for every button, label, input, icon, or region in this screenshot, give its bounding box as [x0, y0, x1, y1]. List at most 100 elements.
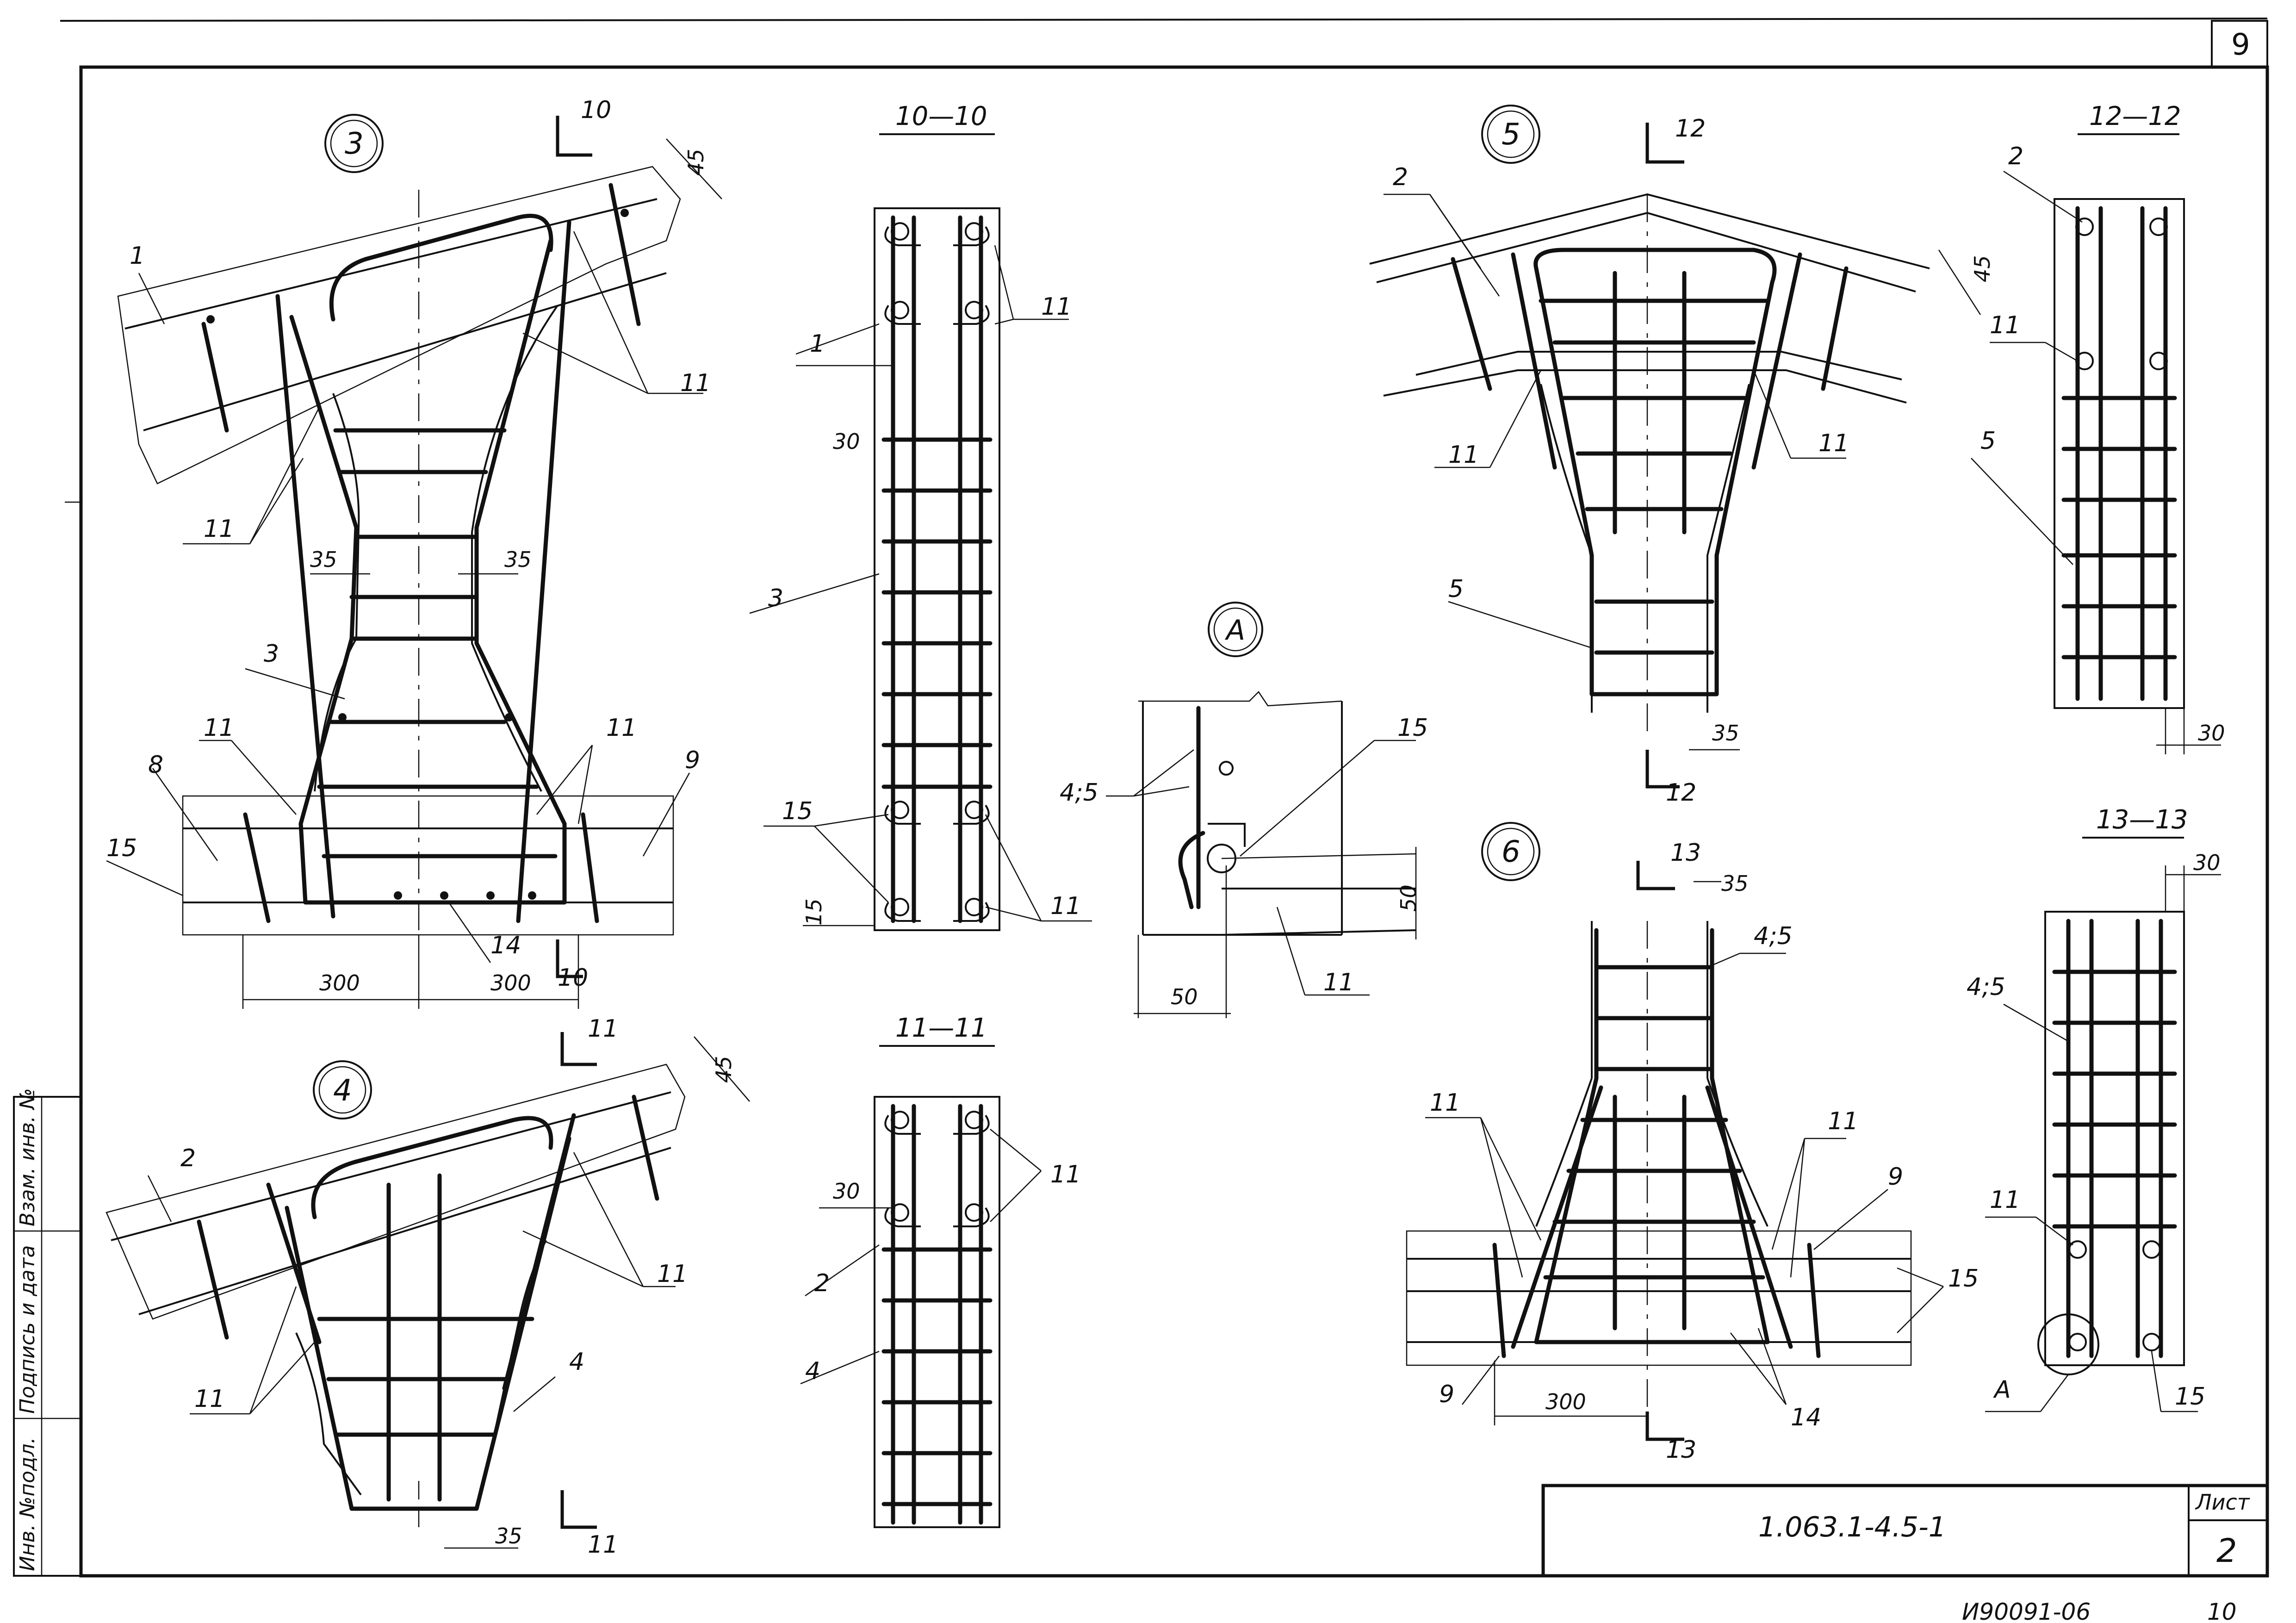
- node-5-section-bottom: 12: [1666, 779, 1696, 807]
- sec-13-label-a: A: [1993, 1376, 2011, 1404]
- node-3-label-11b: 11: [680, 369, 711, 397]
- sec-10-label-1: 1: [810, 330, 825, 358]
- node-5-dim-35: 35: [1712, 721, 1739, 746]
- node-3-section-bottom: 10: [558, 964, 588, 992]
- node-5-section-top: 12: [1675, 115, 1706, 143]
- node-4-dim-35: 35: [495, 1524, 522, 1548]
- detail-a-circle-label: A: [1224, 614, 1245, 647]
- node-3-label-11c: 11: [204, 714, 234, 742]
- node-5-label-2: 2: [1393, 163, 1408, 191]
- node-4-circle-label: 4: [333, 1074, 352, 1108]
- sec-11-label-4: 4: [805, 1357, 820, 1385]
- node-6-section-top: 13: [1670, 839, 1701, 867]
- node-4-section-top: 11: [588, 1015, 618, 1043]
- node-4-label-11b: 11: [657, 1260, 688, 1288]
- sec-12-label-2: 2: [2008, 143, 2023, 170]
- node-3-dim-300b: 300: [490, 970, 531, 995]
- sec-12-label-5: 5: [1980, 427, 1996, 455]
- section-10-10-title: 10—10: [895, 101, 987, 131]
- sec-13-label-15: 15: [2175, 1383, 2205, 1411]
- node-3-label-14: 14: [490, 932, 521, 959]
- sec-13-dim-30: 30: [2193, 850, 2221, 875]
- detail-a-dim-50h: 50: [1171, 984, 1198, 1009]
- sec-10-label-3: 3: [768, 585, 783, 612]
- node-3-dim-35a: 35: [310, 547, 337, 572]
- node-6-label-15: 15: [1948, 1265, 1979, 1293]
- section-12-12-drawing: [1971, 133, 2221, 754]
- sheet-frame: [60, 18, 2269, 1578]
- stamp-vzam-inv: Взам. инв. №: [16, 1088, 39, 1226]
- sec-11-dim-30: 30: [833, 1179, 860, 1204]
- section-11-11-title: 11—11: [895, 1013, 987, 1043]
- section-11-11-drawing: [800, 1045, 1042, 1528]
- title-block: [1541, 1484, 2269, 1578]
- node-4-label-4: 4: [569, 1348, 584, 1376]
- node-4-drawing: [105, 1032, 750, 1549]
- section-10-10-drawing: [749, 133, 1092, 931]
- node-3-label-15: 15: [106, 834, 137, 862]
- sec-11-label-2: 2: [814, 1269, 830, 1297]
- node-6-label-45: 4;5: [1754, 922, 1793, 950]
- node-3-label-8: 8: [148, 751, 163, 779]
- node-5-circle-label: 5: [1502, 118, 1520, 152]
- sec-10-label-15: 15: [782, 797, 813, 825]
- detail-a-label-15: 15: [1397, 714, 1428, 742]
- node-3-label-9: 9: [685, 746, 700, 774]
- bottom-page: 10: [2207, 1598, 2237, 1623]
- node-4-label-11a: 11: [194, 1385, 225, 1413]
- sec-11-label-11: 11: [1050, 1161, 1081, 1188]
- node-3-circle-label: 3: [345, 127, 364, 161]
- section-13-13-drawing: [1985, 837, 2221, 1412]
- detail-a-label-45: 4;5: [1060, 779, 1098, 807]
- detail-a-dim-50v: 50: [1396, 884, 1421, 912]
- sec-10-label-11a: 11: [1041, 293, 1072, 321]
- sec-10-label-11b: 11: [1050, 892, 1081, 920]
- doc-code: 1.063.1-4.5-1: [1758, 1511, 1946, 1543]
- stamp-inv-podl: Инв. №подл.: [16, 1437, 39, 1571]
- page-number-top: 9: [2231, 28, 2250, 62]
- node-6-label-11a: 11: [1430, 1089, 1460, 1117]
- sec-10-dim-30: 30: [833, 429, 860, 454]
- node-6-circle-label: 6: [1502, 835, 1520, 869]
- node-3-label-11a: 11: [204, 515, 234, 543]
- section-12-12-title: 12—12: [2089, 101, 2181, 131]
- node-6-dim-35: 35: [1721, 871, 1749, 896]
- node-3-dim-35b: 35: [504, 547, 532, 572]
- node-4-dim-45: 45: [711, 1056, 736, 1083]
- node-5-dim-45: 45: [1970, 255, 1995, 282]
- sec-13-label-45: 4;5: [1967, 973, 2005, 1001]
- node-6-label-9b: 9: [1439, 1380, 1454, 1408]
- stamp-podpis-data: Подпись и дата: [16, 1245, 39, 1414]
- node-3-label-1: 1: [130, 242, 145, 270]
- node-6-dim-300: 300: [1545, 1389, 1586, 1414]
- bottom-code: И90091-06: [1962, 1598, 2091, 1623]
- sec-12-dim-30: 30: [2198, 721, 2225, 746]
- node-3-section-top: 10: [581, 96, 611, 124]
- node-4-section-bottom: 11: [588, 1531, 618, 1559]
- node-3-drawing: [106, 114, 722, 1009]
- node-5-label-11a: 11: [1448, 441, 1479, 469]
- node-5-drawing: [1369, 105, 1981, 789]
- node-3-dim-300a: 300: [319, 970, 360, 995]
- sec-12-label-11: 11: [1990, 311, 2020, 339]
- detail-a-drawing: [1106, 602, 1417, 1018]
- node-6-label-14: 14: [1791, 1404, 1821, 1431]
- node-3-label-3: 3: [264, 640, 279, 668]
- node-5-label-5: 5: [1448, 575, 1464, 603]
- node-6-label-11b: 11: [1828, 1107, 1858, 1135]
- sec-13-label-11: 11: [1990, 1186, 2020, 1214]
- node-3-label-11d: 11: [606, 714, 637, 742]
- node-3-dim-45: 45: [683, 149, 708, 176]
- node-5-label-11b: 11: [1818, 429, 1849, 457]
- sec-10-dim-15: 15: [801, 898, 826, 926]
- node-6-section-bottom: 13: [1666, 1436, 1696, 1464]
- sheet-label: Лист: [2195, 1490, 2250, 1515]
- node-6-drawing: [1406, 822, 1944, 1441]
- sheet-number: 2: [2216, 1532, 2237, 1570]
- section-13-13-title: 13—13: [2096, 805, 2188, 835]
- side-stamp: [13, 1096, 82, 1577]
- node-6-label-9a: 9: [1888, 1163, 1903, 1191]
- node-4-label-2: 2: [180, 1144, 196, 1172]
- detail-a-label-11: 11: [1323, 969, 1354, 996]
